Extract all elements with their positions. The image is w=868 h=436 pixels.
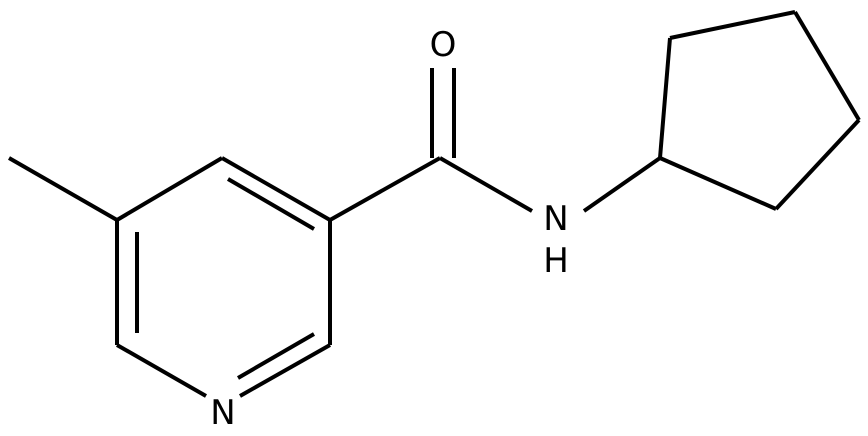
bond-cp-4 — [774, 118, 861, 211]
bond-cp-2 — [669, 10, 796, 40]
bond-cp-3 — [793, 10, 861, 122]
bond-cp-1 — [658, 37, 672, 159]
bond-n-c5-inner — [236, 332, 316, 380]
bond-methyl — [8, 156, 118, 222]
bond-carbonyl-n — [439, 156, 533, 213]
bond-c3-n — [116, 343, 207, 398]
bond-cp-5 — [659, 156, 777, 211]
amide-nitrogen-label: N — [543, 199, 568, 239]
bond-c1-c6 — [221, 156, 331, 222]
cyclopentane-ring — [658, 10, 861, 211]
oxygen-atom-label: O — [430, 25, 457, 65]
amide-hydrogen-label: H — [543, 241, 569, 281]
bond-n-cyclopentyl — [582, 156, 662, 213]
bond-c1-c6-inner — [226, 177, 316, 231]
bond-ring-carbonyl — [329, 156, 441, 222]
bond-n-c5 — [239, 343, 331, 398]
bond-c1-c2 — [115, 156, 224, 222]
pyridine-nitrogen-label: N — [210, 393, 235, 433]
amide-group — [329, 68, 662, 222]
pyridine-ring — [115, 156, 332, 398]
